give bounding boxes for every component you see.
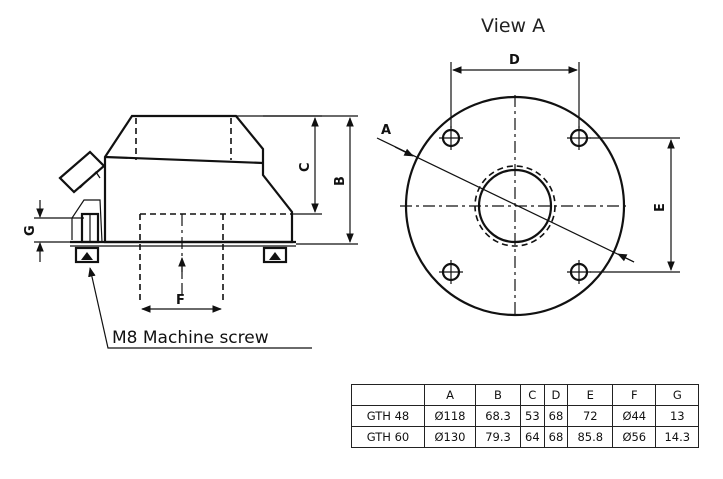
label-d: D: [509, 53, 520, 68]
screw-head-mark: [81, 252, 93, 260]
screw-note: M8 Machine screw: [112, 328, 269, 348]
bolt-hole-top-right: [567, 126, 591, 150]
table-cell: Ø130: [424, 426, 476, 448]
table-cell: 53: [520, 405, 545, 427]
table-cell: Ø118: [424, 405, 476, 427]
view-a-title: View A: [481, 15, 545, 37]
a-arrow-right: [617, 253, 635, 263]
side-view: G C B F M8 Machine screw: [23, 114, 358, 349]
header-cell: G: [655, 384, 700, 406]
table-cell: 68: [543, 405, 569, 427]
header-cell: B: [475, 384, 521, 406]
label-f: F: [176, 293, 185, 308]
view-a: View A D E: [376, 15, 680, 318]
table-cell: 64: [520, 426, 545, 448]
label-c: C: [298, 162, 313, 172]
bolt-hole-top-left: [439, 126, 463, 150]
table-cell: Ø56: [612, 426, 657, 448]
table-row: GTH 48 Ø118 68.3 53 68 72 Ø44 13: [351, 405, 700, 427]
header-cell: E: [567, 384, 614, 406]
right-lug-mark: [269, 252, 281, 260]
table-header-row: A B C D E F G: [351, 384, 700, 406]
bolt-hole-bottom-left: [439, 260, 463, 284]
table-cell: 13: [655, 405, 700, 427]
table-cell: Ø44: [612, 405, 657, 427]
table-cell: 68.3: [475, 405, 521, 427]
clamp-arm: [71, 171, 103, 243]
table-cell: 68: [543, 426, 569, 448]
table-cell: 72: [567, 405, 614, 427]
table-cell: 79.3: [475, 426, 521, 448]
label-g: G: [23, 225, 38, 236]
table-cell: 85.8: [567, 426, 614, 448]
dimension-table: A B C D E F G GTH 48 Ø118 68.3 53 68 72 …: [351, 384, 700, 448]
label-e: E: [653, 203, 668, 212]
table-cell: 14.3: [655, 426, 700, 448]
right-lug: [262, 246, 288, 264]
table-row: GTH 60 Ø130 79.3 64 68 85.8 Ø56 14.3: [351, 426, 700, 448]
row-label: GTH 60: [351, 426, 425, 448]
body-outline: [103, 114, 294, 244]
upper-body-line: [104, 155, 264, 165]
header-cell: [351, 384, 425, 406]
bolt-hole-bottom-right: [567, 260, 591, 284]
a-leader: [376, 137, 635, 263]
header-cell: D: [543, 384, 569, 406]
row-label: GTH 48: [351, 405, 425, 427]
label-b: B: [333, 176, 348, 186]
header-cell: A: [424, 384, 476, 406]
clamp-knob: [58, 150, 106, 194]
a-arrow-left: [394, 146, 414, 157]
header-cell: F: [612, 384, 657, 406]
screw-head: [74, 246, 100, 264]
label-a: A: [381, 123, 391, 138]
header-cell: C: [520, 384, 545, 406]
screw-leader: [88, 267, 312, 349]
